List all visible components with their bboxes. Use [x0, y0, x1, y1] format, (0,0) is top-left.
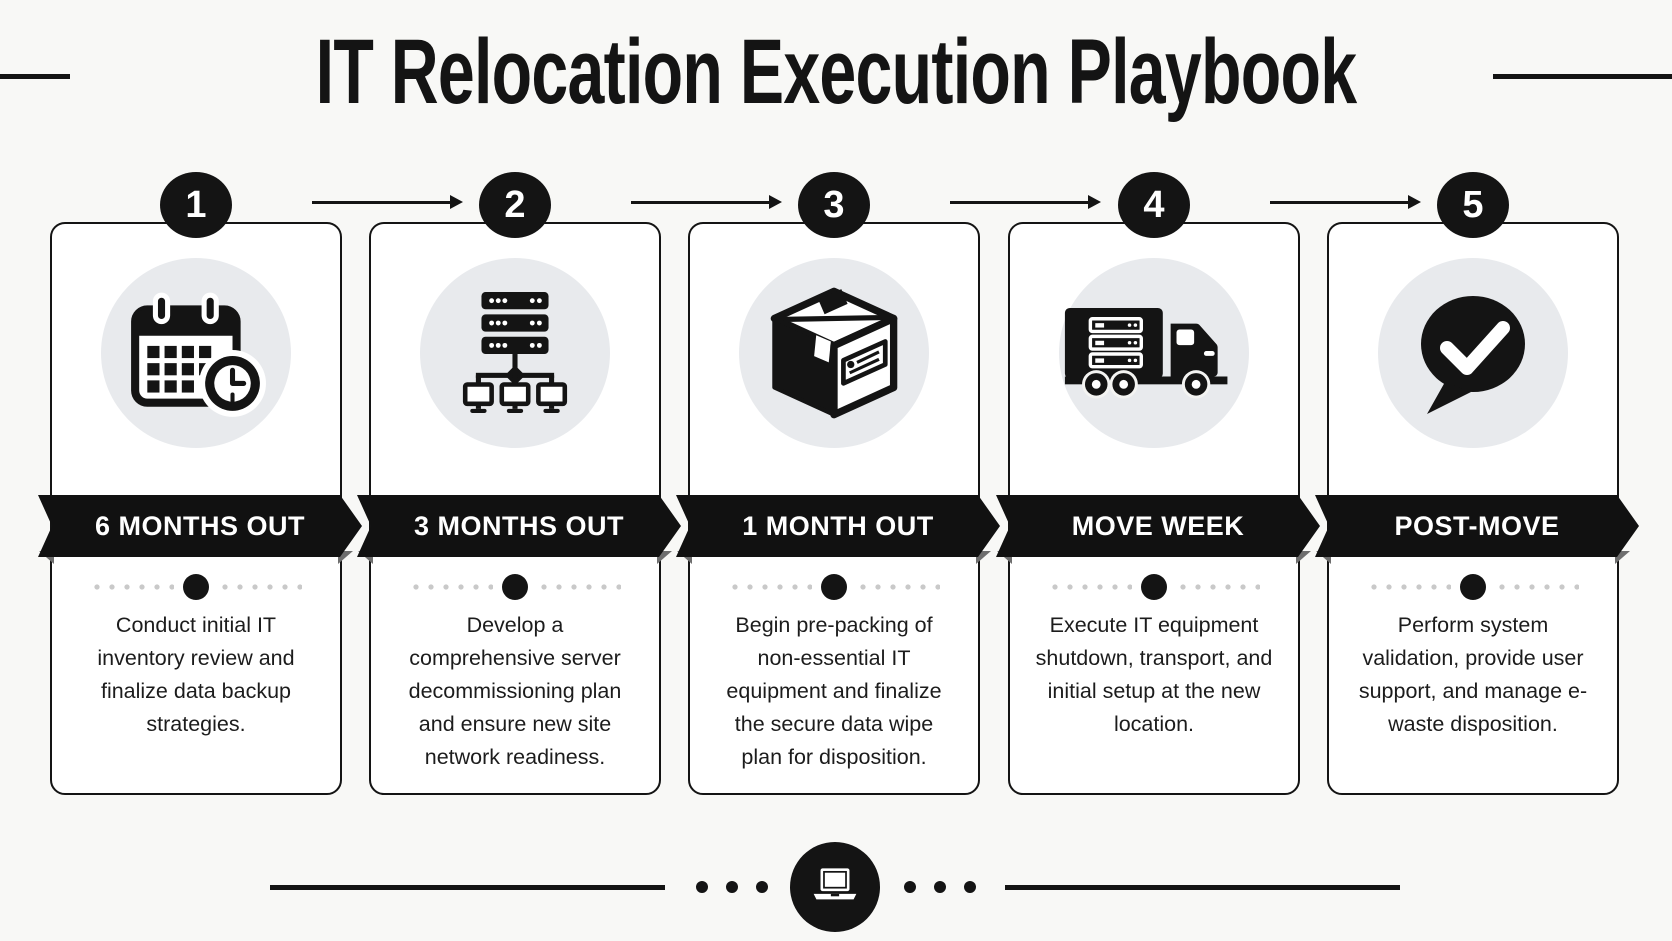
step-banner: MOVE WEEK — [996, 495, 1320, 557]
server-network-icon — [420, 258, 610, 448]
step-card-1-month-out: 3 1 MONTH OUT Begin p — [688, 172, 980, 795]
step-description: Develop a comprehensive server decommiss… — [408, 613, 622, 769]
step-banner-ribbon: 1 MONTH OUT — [676, 495, 1000, 571]
step-description: Conduct initial IT inventory review and … — [97, 613, 295, 736]
title-rule-left — [0, 74, 70, 79]
step-banner: 6 MONTHS OUT — [38, 495, 362, 557]
footer-dot — [964, 881, 976, 893]
calendar-clock-icon — [101, 258, 291, 448]
check-bubble-icon — [1378, 258, 1568, 448]
step-number-badge: 2 — [479, 172, 551, 238]
step-card-3-months-out: 2 — [369, 172, 661, 795]
step-banner-ribbon: 3 MONTHS OUT — [357, 495, 681, 571]
step-card-move-week: 4 — [1008, 172, 1300, 795]
dot-strip — [409, 584, 493, 590]
timeline-dot — [502, 574, 528, 600]
arrow-icon — [312, 195, 463, 209]
timeline-dot — [821, 574, 847, 600]
page-title: IT Relocation Execution Playbook — [315, 21, 1357, 123]
dot-strip — [1367, 584, 1451, 590]
dot-strip — [537, 584, 621, 590]
laptop-icon — [790, 842, 880, 932]
step-card-post-move: 5 POST-MOVE Perform system validation, p… — [1327, 172, 1619, 795]
dot-divider — [371, 574, 659, 600]
timeline-dot — [1141, 574, 1167, 600]
arrow-icon — [1270, 195, 1421, 209]
dot-strip — [1495, 584, 1579, 590]
step-banner-ribbon: MOVE WEEK — [996, 495, 1320, 571]
step-card-6-months-out: 1 6 MONTHS OUT — [50, 172, 342, 795]
dot-divider — [1329, 574, 1617, 600]
step-number-badge: 5 — [1437, 172, 1509, 238]
step-banner: 3 MONTHS OUT — [357, 495, 681, 557]
arrow-icon — [950, 195, 1101, 209]
dot-strip — [90, 584, 174, 590]
step-description: Perform system validation, provide user … — [1358, 613, 1588, 736]
dot-divider — [690, 574, 978, 600]
packing-box-icon — [739, 258, 929, 448]
arrow-icon — [631, 195, 782, 209]
timeline-dot — [183, 574, 209, 600]
footer-dot — [756, 881, 768, 893]
footer-dot — [904, 881, 916, 893]
footer-rule-right — [1005, 885, 1400, 890]
footer-dot — [934, 881, 946, 893]
step-banner: POST-MOVE — [1315, 495, 1639, 557]
footer-rule-left — [270, 885, 665, 890]
dot-strip — [1048, 584, 1132, 590]
step-number-badge: 3 — [798, 172, 870, 238]
footer-dot — [726, 881, 738, 893]
step-description: Begin pre-packing of non-essential IT eq… — [726, 613, 942, 769]
step-banner-ribbon: 6 MONTHS OUT — [38, 495, 362, 571]
dot-strip — [218, 584, 302, 590]
step-number-badge: 4 — [1118, 172, 1190, 238]
moving-truck-icon — [1059, 258, 1249, 448]
step-number-badge: 1 — [160, 172, 232, 238]
step-banner-ribbon: POST-MOVE — [1315, 495, 1639, 571]
dot-divider — [52, 574, 340, 600]
title-rule-right — [1493, 74, 1672, 79]
footer-dot — [696, 881, 708, 893]
step-banner: 1 MONTH OUT — [676, 495, 1000, 557]
dot-strip — [728, 584, 812, 590]
dot-strip — [856, 584, 940, 590]
dot-strip — [1176, 584, 1260, 590]
step-description: Execute IT equipment shutdown, transport… — [1035, 613, 1273, 736]
timeline-dot — [1460, 574, 1486, 600]
dot-divider — [1010, 574, 1298, 600]
